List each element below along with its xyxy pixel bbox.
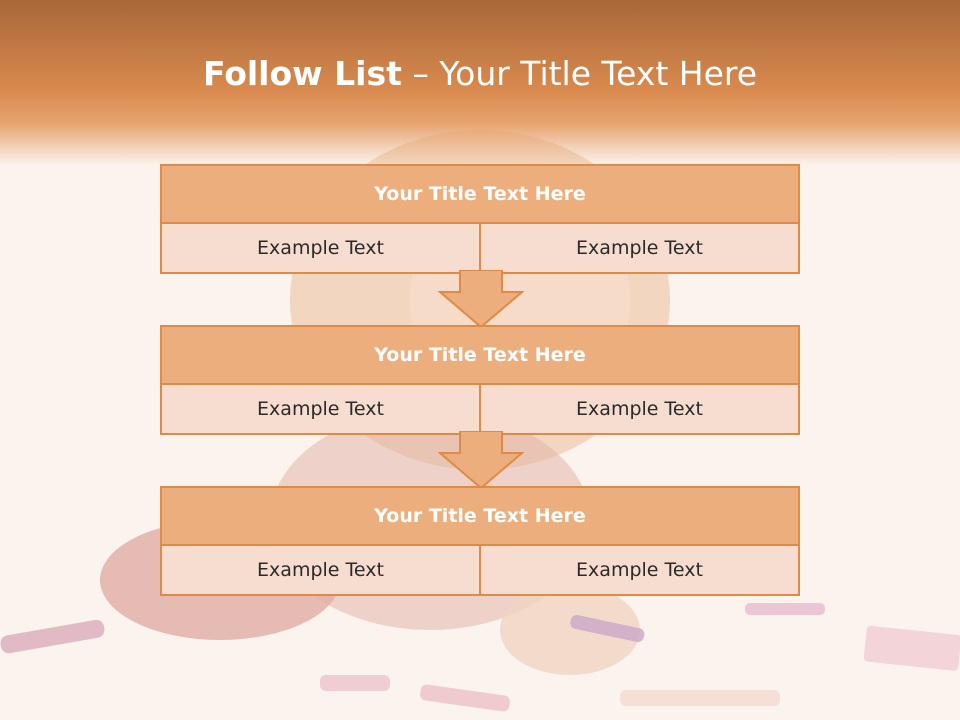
block-title: Your Title Text Here xyxy=(162,327,798,385)
title-bold: Follow List xyxy=(202,54,402,93)
slide-title: Follow List – Your Title Text Here xyxy=(0,54,960,93)
block-cell-right: Example Text xyxy=(479,385,798,433)
title-rest: – Your Title Text Here xyxy=(401,54,758,93)
block-cell-right: Example Text xyxy=(479,546,798,594)
block-row: Example Text Example Text xyxy=(162,224,798,272)
header-band xyxy=(0,0,960,165)
block-cell-left: Example Text xyxy=(162,224,479,272)
list-block-2: Your Title Text Here Example Text Exampl… xyxy=(160,325,800,435)
block-cell-left: Example Text xyxy=(162,385,479,433)
block-row: Example Text Example Text xyxy=(162,385,798,433)
down-arrow-icon xyxy=(438,431,524,489)
list-block-3: Your Title Text Here Example Text Exampl… xyxy=(160,486,800,596)
block-cell-right: Example Text xyxy=(479,224,798,272)
block-title: Your Title Text Here xyxy=(162,166,798,224)
list-block-1: Your Title Text Here Example Text Exampl… xyxy=(160,164,800,274)
block-cell-left: Example Text xyxy=(162,546,479,594)
down-arrow-icon xyxy=(438,270,524,328)
block-row: Example Text Example Text xyxy=(162,546,798,594)
block-title: Your Title Text Here xyxy=(162,488,798,546)
